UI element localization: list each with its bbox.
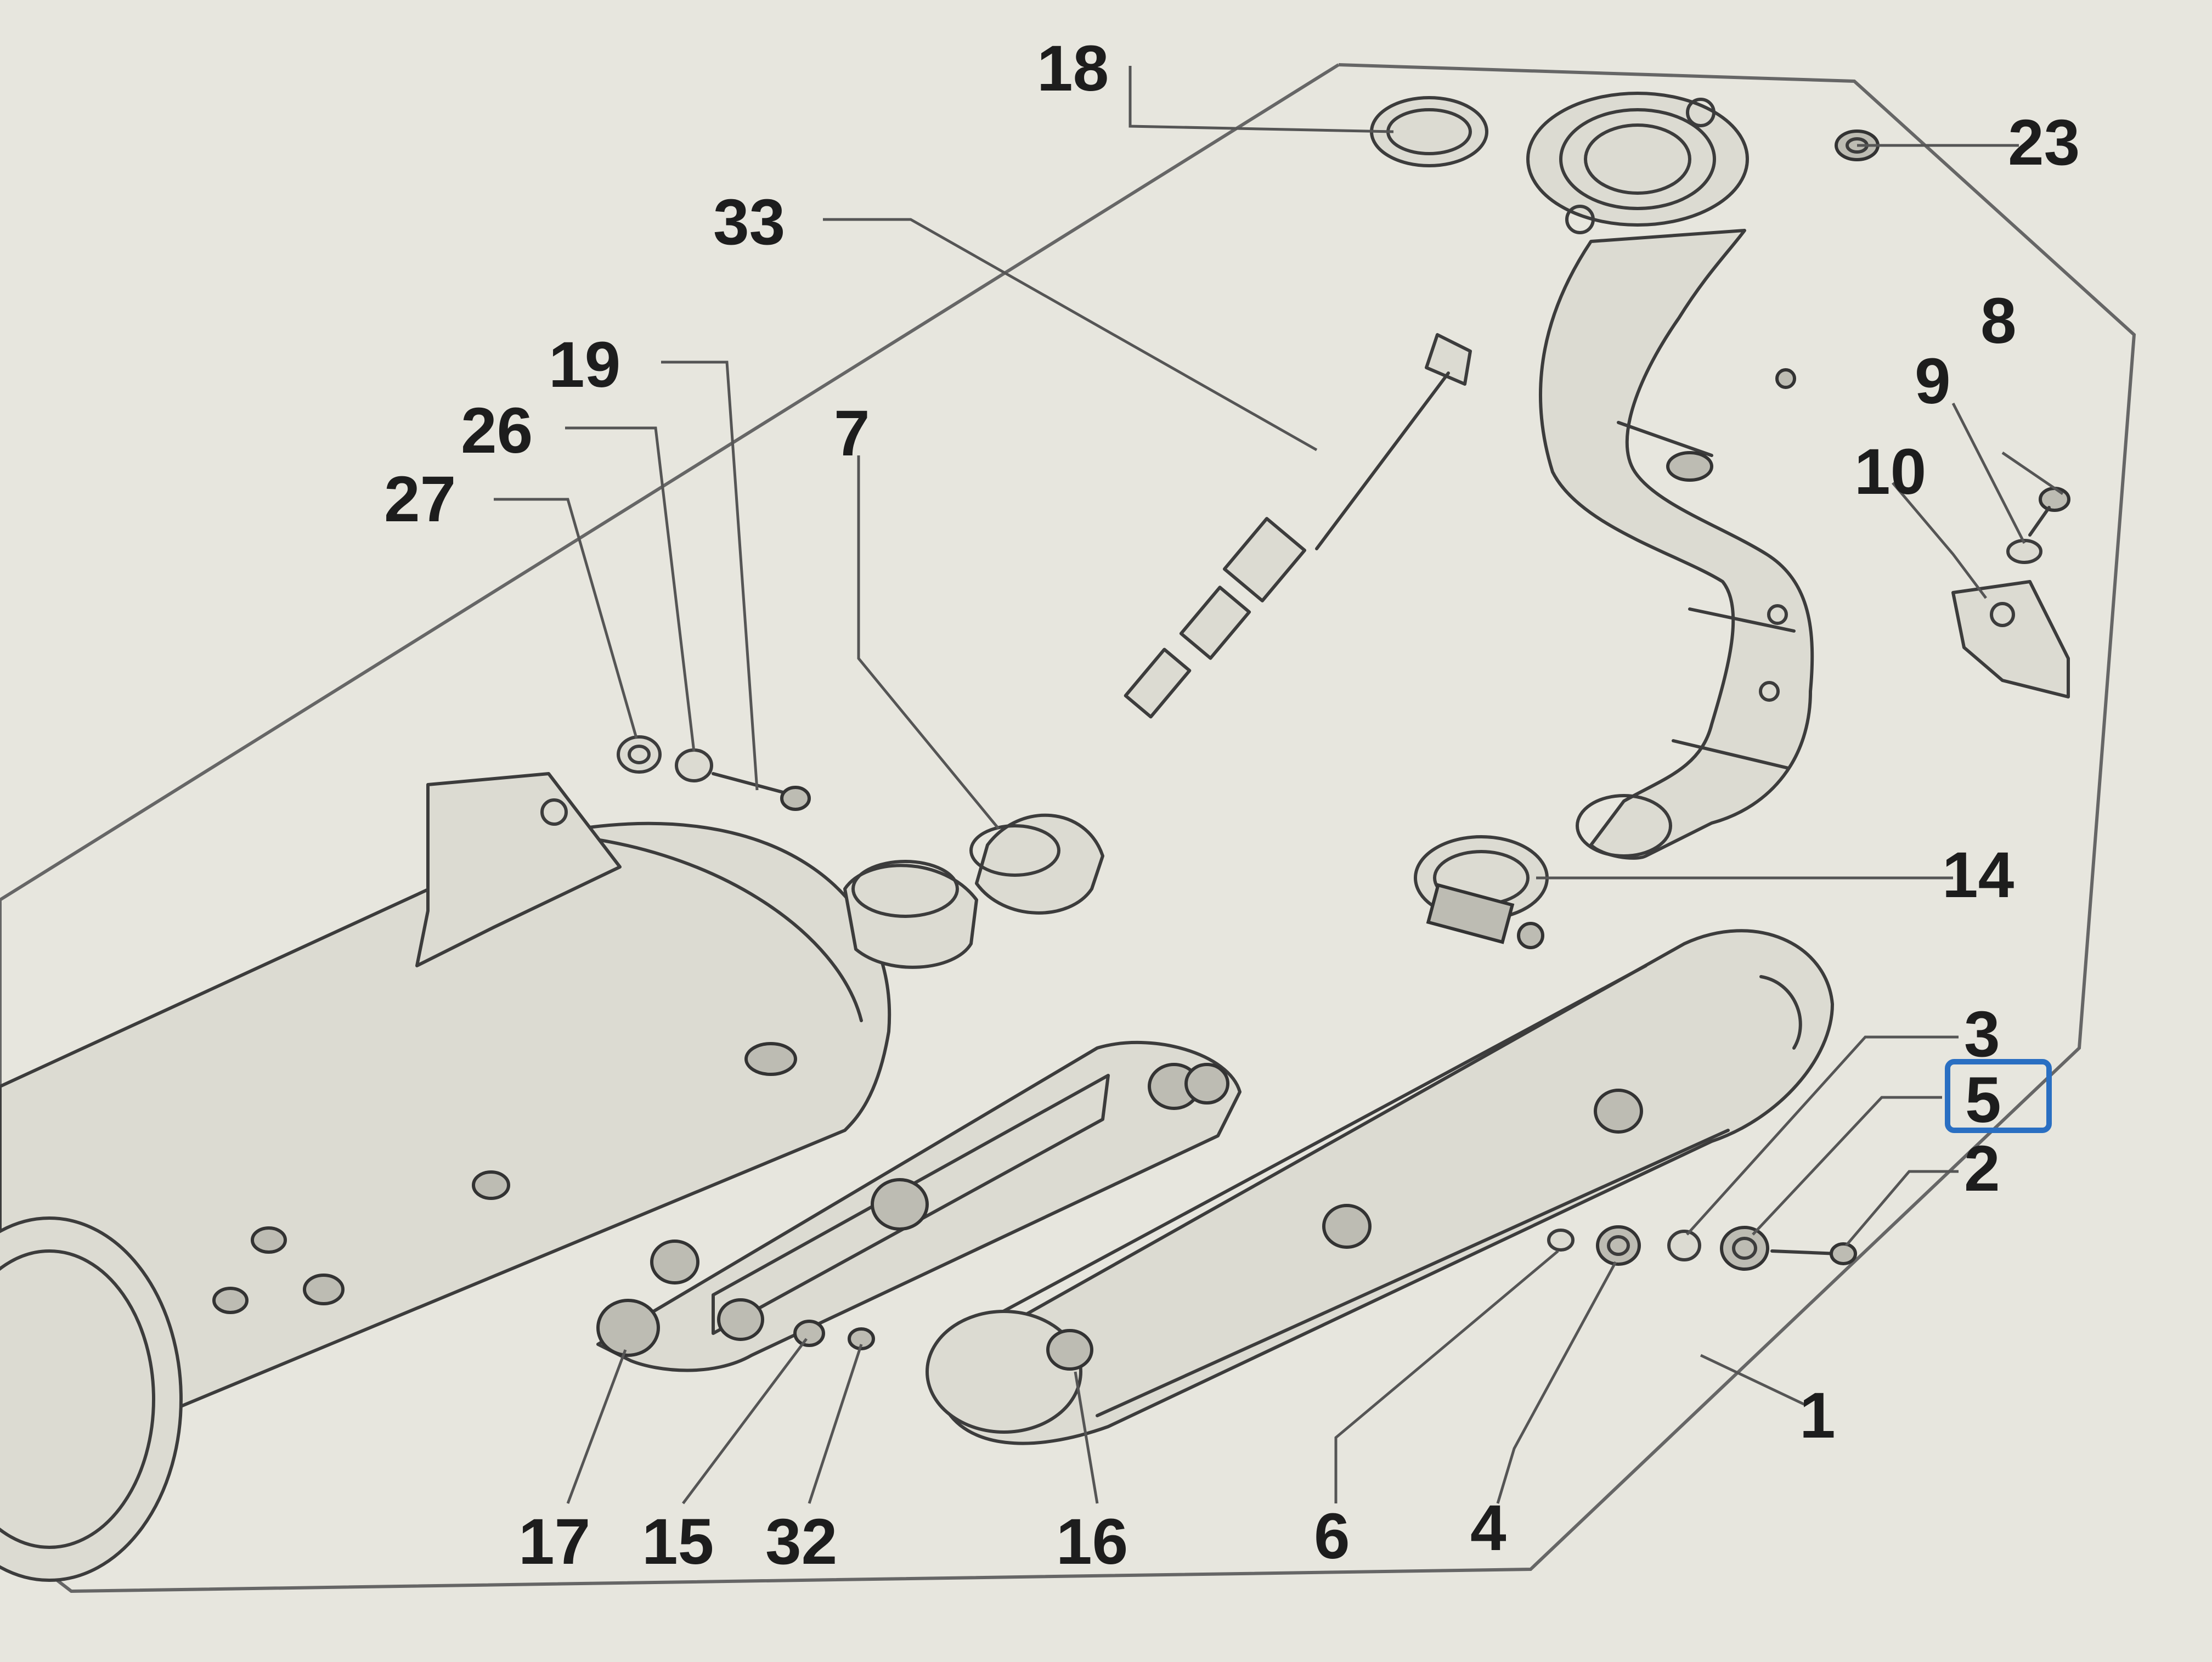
washer-27[interactable] [617, 735, 662, 774]
washer-3[interactable] [1667, 1230, 1701, 1261]
grommet [212, 1287, 249, 1314]
washer-15[interactable] [793, 1320, 825, 1347]
bracket-10[interactable] [1951, 580, 2070, 698]
callout-10[interactable]: 10 [1854, 436, 1926, 508]
bolt-19[interactable] [712, 772, 811, 811]
exhaust-header-pipe[interactable] [1526, 92, 1814, 860]
callout-23[interactable]: 23 [2008, 106, 2080, 179]
callout-18[interactable]: 18 [1037, 32, 1109, 105]
bushing-5[interactable] [1720, 1226, 1769, 1271]
connecting-sleeve-7[interactable] [969, 813, 1104, 915]
leader-lines [494, 66, 2064, 1505]
heat-shield-bracket[interactable] [596, 1040, 1242, 1372]
callout-8[interactable]: 8 [1980, 285, 2017, 357]
bolt-8[interactable] [2028, 487, 2070, 537]
callout-labels: 18 23 33 19 26 27 7 8 9 10 14 3 5 2 1 17… [384, 32, 2080, 1578]
clamp-14[interactable] [1414, 835, 1549, 949]
callout-5[interactable]: 5 [1965, 1064, 2001, 1136]
lambda-sensor[interactable] [1124, 333, 1472, 719]
rivet-dot [1775, 368, 1796, 389]
spacer-6[interactable] [1547, 1229, 1575, 1252]
callout-2[interactable]: 2 [1964, 1133, 2000, 1205]
callout-16[interactable]: 16 [1056, 1506, 1128, 1578]
rubber-mount-4[interactable] [1596, 1225, 1641, 1266]
grommet [303, 1274, 345, 1305]
end-silencer[interactable] [926, 929, 1834, 1445]
grommet [251, 1226, 287, 1254]
callout-26[interactable]: 26 [461, 395, 533, 467]
callout-3[interactable]: 3 [1964, 998, 2000, 1071]
callout-6[interactable]: 6 [1314, 1500, 1350, 1573]
bolt-2[interactable] [1770, 1242, 1857, 1265]
silencer-main-body[interactable] [0, 772, 978, 1582]
callout-1[interactable]: 1 [1799, 1379, 1836, 1452]
callout-4[interactable]: 4 [1470, 1492, 1506, 1564]
callout-14[interactable]: 14 [1942, 839, 2014, 911]
callout-15[interactable]: 15 [642, 1506, 714, 1578]
selected-part-highlight [1945, 1059, 2052, 1133]
callout-17[interactable]: 17 [518, 1506, 590, 1578]
washer-26[interactable] [675, 748, 713, 782]
assembly-frame [0, 63, 2136, 1593]
grommet [472, 1170, 510, 1200]
callout-19[interactable]: 19 [549, 329, 620, 401]
callout-33[interactable]: 33 [713, 186, 785, 258]
callout-27[interactable]: 27 [384, 463, 456, 536]
callout-7[interactable]: 7 [834, 397, 870, 470]
washer-9[interactable] [2006, 539, 2042, 564]
callout-32[interactable]: 32 [765, 1506, 837, 1578]
callout-9[interactable]: 9 [1915, 345, 1951, 418]
